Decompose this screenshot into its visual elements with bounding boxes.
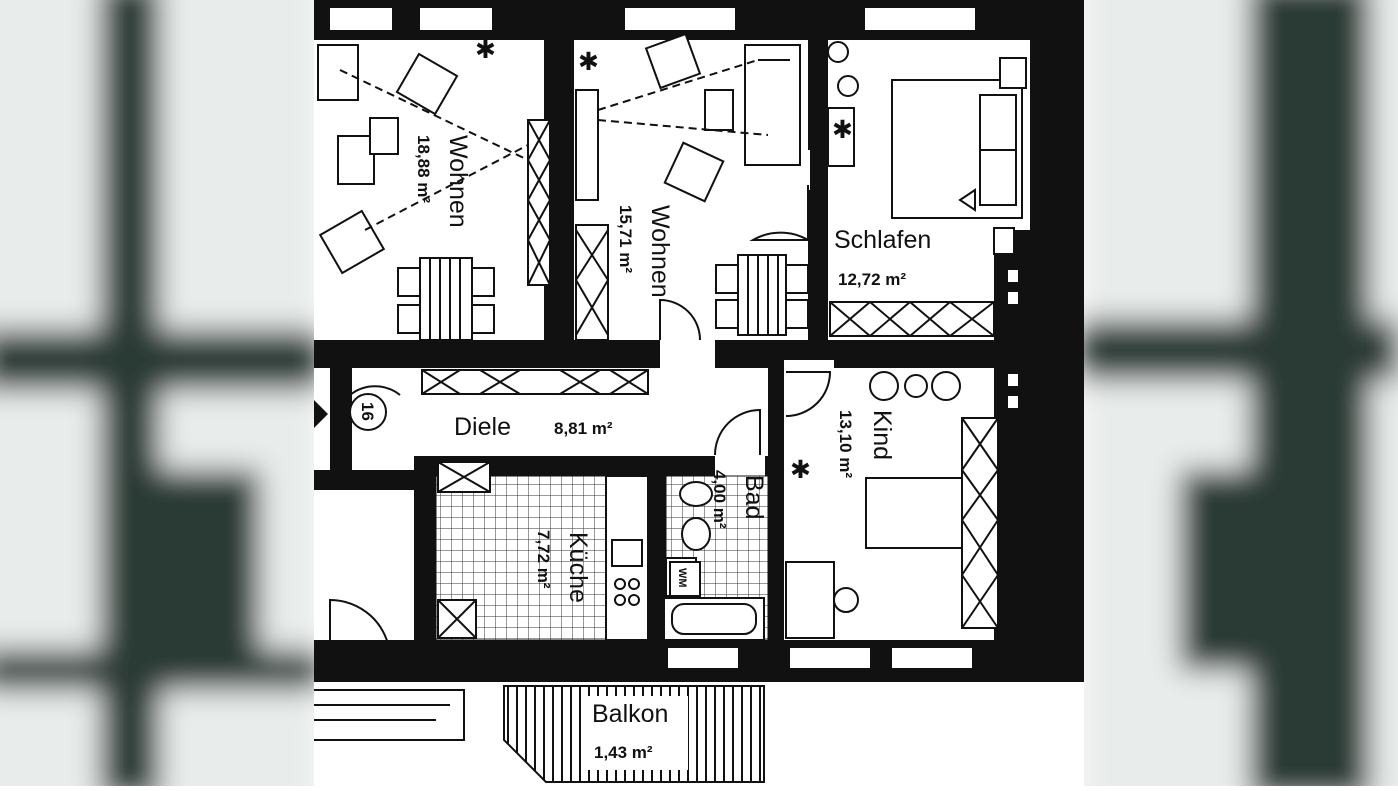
balkon-name: Balkon	[592, 700, 668, 728]
schlafen-furniture: ✱	[827, 41, 1027, 408]
wohnen-left-name: Wohnen	[444, 135, 472, 228]
kueche-name: Küche	[564, 532, 592, 603]
blurred-left-panel	[0, 0, 320, 791]
kind-furniture: ✱	[785, 371, 999, 639]
svg-text:✱: ✱	[832, 116, 853, 144]
wohnen-left-area: 18,88 m²	[414, 135, 433, 203]
bad-furniture	[663, 475, 769, 641]
diele-area: 8,81 m²	[554, 419, 613, 438]
wohnen-mid-furniture: ✱	[575, 32, 809, 341]
washing-machine-label: WM	[676, 568, 688, 588]
wohnen-mid-area: 15,71 m²	[616, 205, 635, 273]
schlafen-name: Schlafen	[834, 226, 931, 254]
room-labels: Wohnen 18,88 m² Wohnen 15,71 m² Schlafen…	[358, 135, 931, 762]
bad-name: Bad	[740, 475, 768, 519]
bad-area: 4,00 m²	[710, 470, 729, 529]
kind-name: Kind	[868, 410, 896, 460]
diele-furniture	[314, 369, 649, 431]
balkon-area: 1,43 m²	[594, 743, 653, 762]
kueche-area: 7,72 m²	[534, 530, 553, 589]
diele-name: Diele	[454, 413, 511, 441]
schlafen-area: 12,72 m²	[838, 270, 906, 289]
wohnen-mid-name: Wohnen	[646, 205, 674, 298]
balkon	[503, 685, 765, 783]
washing-machine-box	[669, 561, 701, 597]
blurred-right-panel	[1080, 0, 1398, 791]
stair-lines	[314, 689, 465, 741]
svg-text:✱: ✱	[578, 48, 599, 76]
svg-text:✱: ✱	[790, 456, 811, 484]
kind-area: 13,10 m²	[836, 410, 855, 478]
kueche-furniture	[435, 461, 649, 641]
wohnen-left-furniture: ✱	[317, 36, 551, 341]
svg-text:✱: ✱	[475, 36, 496, 64]
stair-number: 16	[358, 402, 377, 421]
